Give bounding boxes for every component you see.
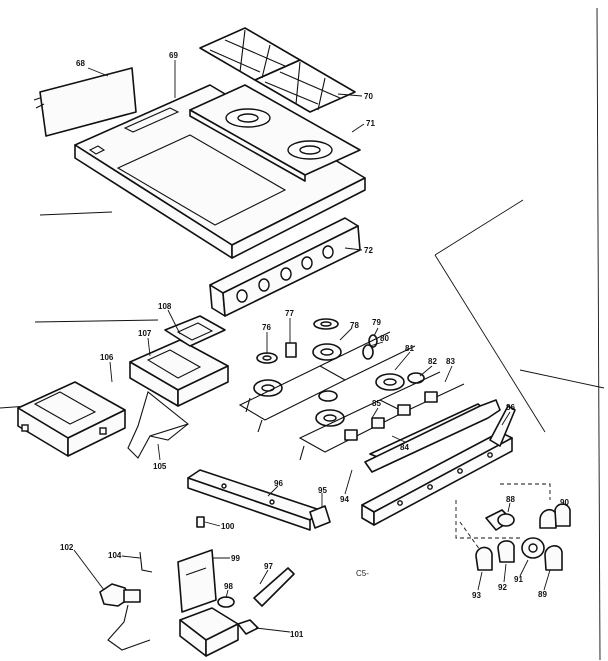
callout-101: 101 — [290, 630, 304, 639]
part-107-bracket-middle — [129, 339, 229, 407]
callout-91: 91 — [514, 575, 523, 584]
callout-92: 92 — [498, 583, 507, 592]
callout-88: 88 — [506, 495, 515, 504]
part-92-knob — [497, 540, 515, 563]
callout-85: 85 — [372, 399, 381, 408]
part-99-cover — [177, 549, 217, 613]
part-76-burner-cap — [256, 352, 278, 364]
part-106-bracket-left — [17, 381, 126, 457]
callout-86: 86 — [506, 403, 515, 412]
part-90-knob — [539, 503, 571, 529]
part-79-spud — [362, 334, 378, 360]
callout-79: 79 — [372, 318, 381, 327]
leader-lines — [73, 60, 551, 633]
callout-90: 90 — [560, 498, 569, 507]
callout-labels: 68 69 70 71 72 108 107 106 105 76 77 78 … — [60, 51, 569, 639]
callout-107: 107 — [138, 329, 152, 338]
callout-80: 80 — [380, 334, 389, 343]
callout-100: 100 — [221, 522, 235, 531]
callout-98: 98 — [224, 582, 233, 591]
part-105-wire-bracket — [127, 391, 190, 459]
part-91-knob — [521, 537, 545, 559]
callout-77: 77 — [285, 309, 294, 318]
part-68-back-panel — [33, 67, 137, 137]
part-78-burner-top — [313, 318, 339, 330]
part-77-clip — [285, 342, 297, 358]
callout-70: 70 — [364, 92, 373, 101]
callout-105: 105 — [153, 462, 167, 471]
callout-93: 93 — [472, 591, 481, 600]
part-97-hose — [253, 567, 295, 607]
part-89-knob — [544, 545, 563, 571]
part-70-grates — [199, 27, 356, 113]
scan-mark: C5- — [356, 569, 369, 578]
callout-81: 81 — [405, 344, 414, 353]
callout-72: 72 — [364, 246, 373, 255]
part-93-knob — [475, 546, 493, 571]
part-101-fitting — [237, 619, 259, 635]
callout-104: 104 — [108, 551, 122, 560]
callout-97: 97 — [264, 562, 273, 571]
callout-82: 82 — [428, 357, 437, 366]
callout-69: 69 — [169, 51, 178, 60]
callout-89: 89 — [538, 590, 547, 599]
callout-99: 99 — [231, 554, 240, 563]
callout-68: 68 — [76, 59, 85, 68]
callout-76: 76 — [262, 323, 271, 332]
part-96-rail — [187, 469, 321, 531]
part-100-screw — [196, 516, 205, 528]
callout-71: 71 — [366, 119, 375, 128]
callout-94: 94 — [340, 495, 349, 504]
scan-artifact-lines — [0, 7, 605, 661]
part-102-valve — [99, 583, 151, 651]
callout-78: 78 — [350, 321, 359, 330]
callout-95: 95 — [318, 486, 327, 495]
part-71-burner-plate — [189, 84, 361, 182]
callout-102: 102 — [60, 543, 74, 552]
callout-84: 84 — [400, 443, 409, 452]
part-86-manifold — [361, 405, 516, 526]
part-69-cooktop — [74, 84, 366, 259]
callout-108: 108 — [158, 302, 172, 311]
callout-96: 96 — [274, 479, 283, 488]
part-108-bracket-top — [164, 315, 226, 347]
part-88-valve-cluster — [485, 509, 515, 531]
part-104-tube — [139, 551, 153, 573]
callout-106: 106 — [100, 353, 114, 362]
callout-83: 83 — [446, 357, 455, 366]
part-84-gas-tube — [364, 399, 501, 473]
part-95-bracket — [309, 505, 331, 529]
burner-assembly — [238, 331, 465, 461]
knob-dashed-guides — [455, 483, 551, 551]
